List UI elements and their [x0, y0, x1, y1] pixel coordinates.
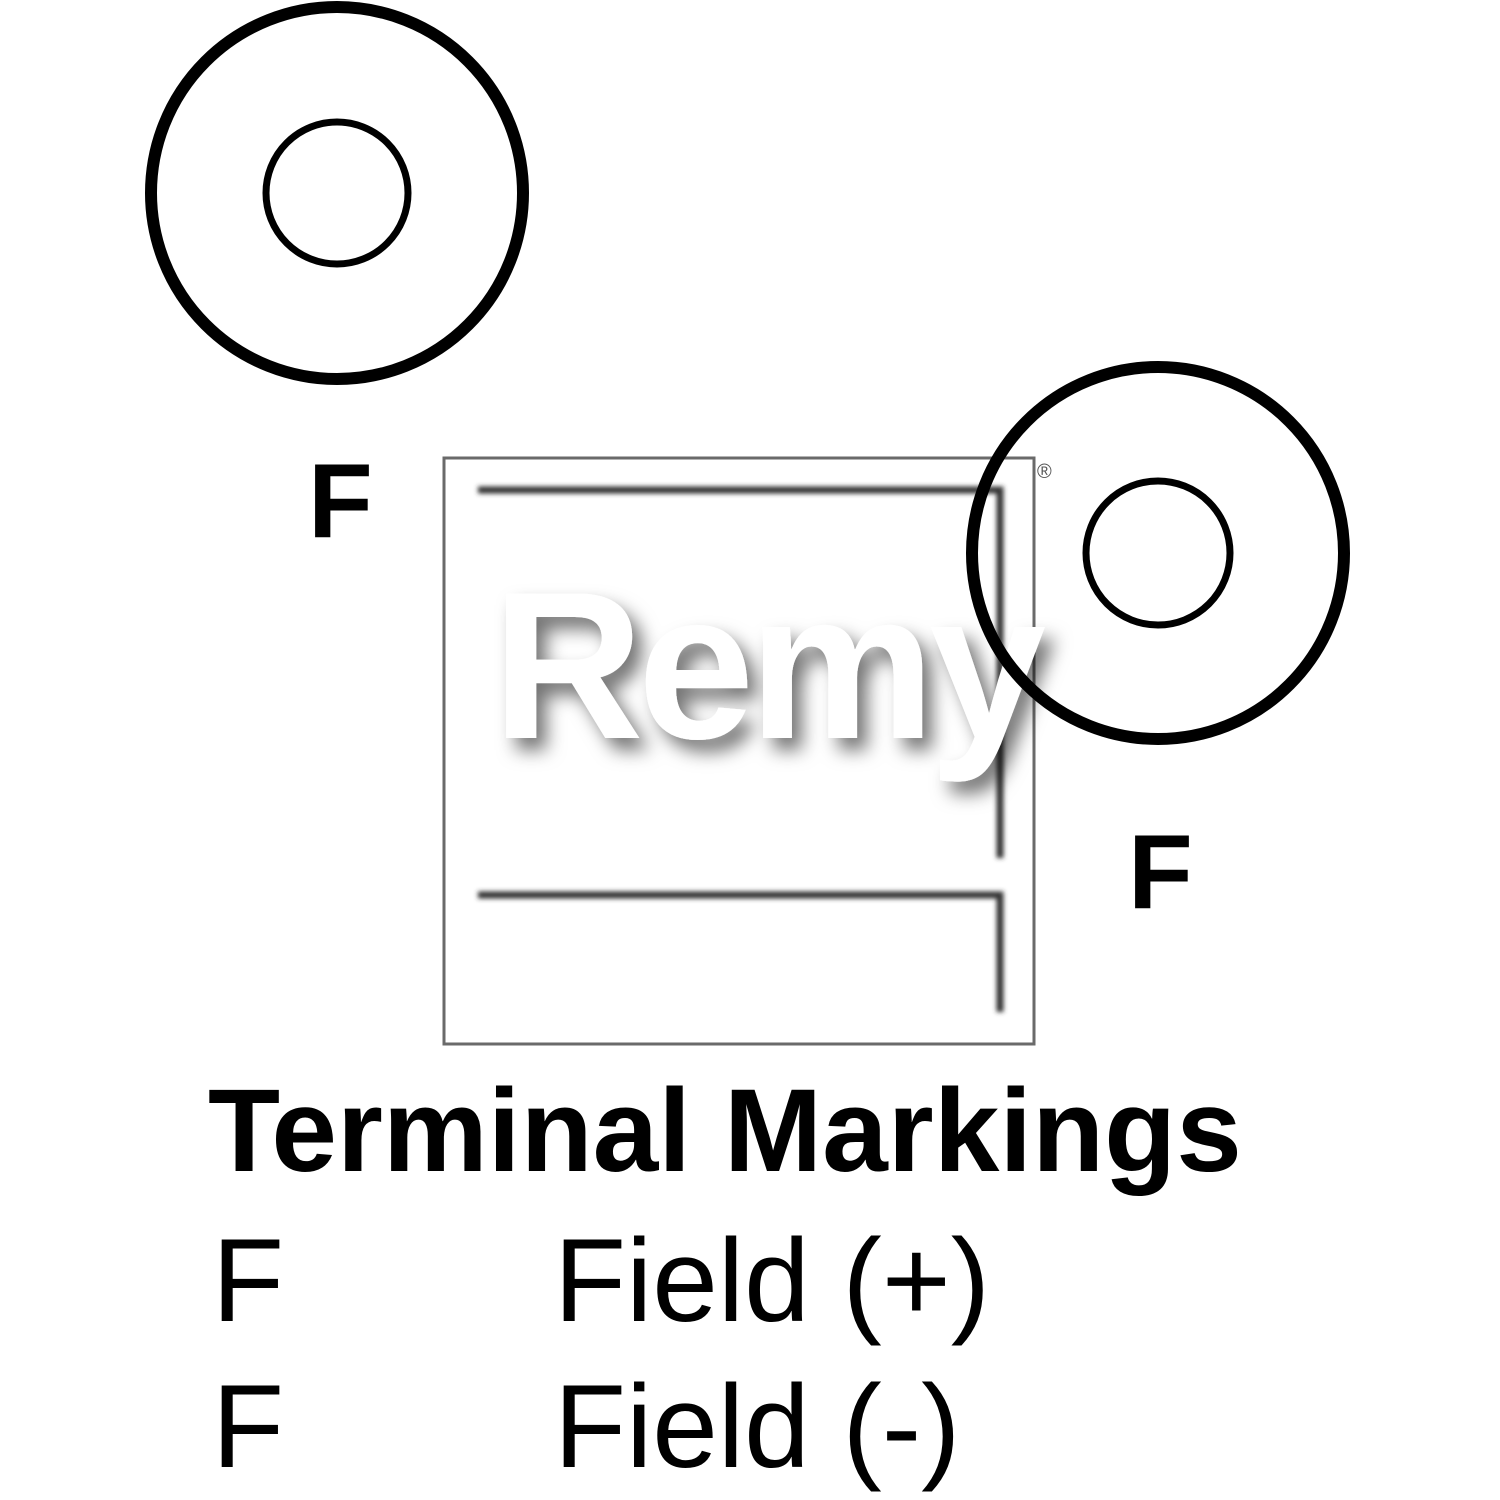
legend-row: F Field (+)	[212, 1222, 1112, 1342]
field-positive-terminal: F	[145, 1, 529, 560]
terminal-inner-ring	[262, 118, 412, 268]
legend-description: Field (+)	[554, 1215, 991, 1347]
terminal-label: F	[308, 442, 373, 560]
terminal-outer-ring	[966, 361, 1350, 745]
terminal-outer-ring	[145, 1, 529, 385]
terminal-label: F	[1128, 813, 1193, 931]
watermark-inner-frame	[478, 486, 1004, 1012]
legend-code: F	[212, 1215, 285, 1347]
terminal-inner-ring	[1082, 477, 1234, 629]
registered-mark: ®	[1037, 461, 1052, 483]
watermark-brand-text: Remy	[492, 548, 1045, 783]
legend-description: Field (-)	[554, 1361, 961, 1493]
field-negative-terminal: F	[966, 361, 1350, 931]
legend-title: Terminal Markings	[208, 1065, 1242, 1197]
watermark-logo: Remy ®	[442, 456, 1052, 1046]
legend-row: F Field (-)	[212, 1368, 1112, 1488]
legend-code: F	[212, 1361, 285, 1493]
watermark-outer-frame	[442, 456, 1036, 1046]
